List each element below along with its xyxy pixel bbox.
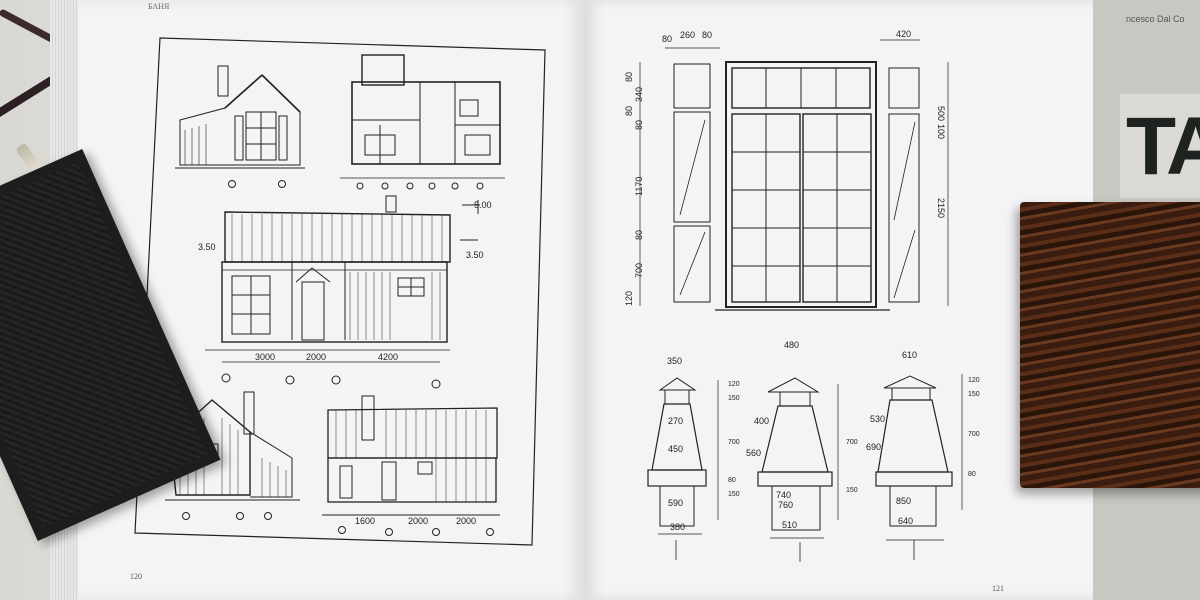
chimney-1-h3: 700 — [728, 439, 740, 446]
lower-dim-3: 2000 — [456, 516, 476, 526]
lower-dim-1: 1600 — [355, 516, 375, 526]
window-right-dim-3: 2150 — [936, 198, 946, 218]
chimney-1-top: 350 — [667, 356, 682, 366]
window-left-dim-2: 340 — [634, 87, 644, 102]
chimney-1-h4: 80 — [728, 477, 736, 484]
chimney-3-left: 530 — [870, 414, 885, 424]
floor-plan — [340, 54, 505, 190]
chimney-1-h5: 150 — [728, 491, 740, 498]
book-cover-mark: TA — [1120, 94, 1200, 198]
window-left-dim-4: 80 — [634, 120, 644, 130]
chimney-2-base: 760 — [778, 500, 793, 510]
house-side-elevation-1 — [175, 65, 305, 188]
chimney-1-foot: 380 — [670, 522, 685, 532]
chimney-1-lower: 450 — [668, 444, 683, 454]
elevation-dim-3: 4200 — [378, 352, 398, 362]
chimney-3-base: 850 — [896, 496, 911, 506]
chimney-1-base: 590 — [668, 498, 683, 508]
left-page — [78, 0, 583, 600]
window-left-dim-6: 80 — [634, 230, 644, 240]
window-elevation — [639, 39, 949, 311]
chimney-2-foot: 510 — [782, 520, 797, 530]
chimney-2-top: 480 — [784, 340, 799, 350]
running-head: БАНЯ — [148, 2, 170, 11]
window-left-dim-8: 120 — [624, 291, 634, 306]
chimney-3-h3: 700 — [968, 431, 980, 438]
lower-dim-2: 2000 — [408, 516, 428, 526]
house-rear-elevation — [322, 395, 500, 536]
chimney-1-h2: 150 — [728, 395, 740, 402]
height-mark-1: 5.00 — [474, 200, 492, 210]
chimney-3-h1: 120 — [968, 377, 980, 384]
house-front-elevation — [205, 195, 480, 389]
window-top-dim-1: 80 — [662, 34, 672, 44]
window-left-dim-7: 700 — [634, 263, 644, 278]
wooden-block — [1020, 202, 1200, 488]
elevation-dim-1: 3000 — [255, 352, 275, 362]
window-top-dim-2: 260 — [680, 30, 695, 40]
chimney-1-h1: 120 — [728, 381, 740, 388]
chimney-2-h2: 150 — [846, 487, 858, 494]
chimney-2-lower: 740 — [776, 490, 791, 500]
chimney-1-mid: 270 — [668, 416, 683, 426]
window-top-dim-3: 80 — [702, 30, 712, 40]
window-left-dim-3: 80 — [624, 106, 634, 116]
window-right-dim-2: 100 — [936, 124, 946, 139]
chimney-3-h2: 150 — [968, 391, 980, 398]
book-cover-letters: TA — [1126, 101, 1200, 192]
height-mark-2: 3.50 — [466, 250, 484, 260]
chimney-2-h1: 700 — [846, 439, 858, 446]
chimney-2-left: 400 — [754, 416, 769, 426]
chimney-2-mid: 560 — [746, 448, 761, 458]
left-page-number: 120 — [130, 572, 142, 581]
height-mark-3: 3.50 — [198, 242, 216, 252]
window-left-dim-5: 1170 — [634, 177, 644, 196]
chimney-3-mid: 690 — [866, 442, 881, 452]
elevation-dim-2: 2000 — [306, 352, 326, 362]
chimney-1 — [647, 377, 719, 560]
window-right-dim-1: 500 — [936, 106, 946, 121]
chimney-3-foot: 640 — [898, 516, 913, 526]
chimney-3 — [875, 374, 963, 560]
right-page-number: 121 — [992, 584, 1004, 593]
book-author-text: ncesco Dal Co — [1126, 14, 1185, 24]
chimney-3-top: 610 — [902, 350, 917, 360]
window-top-dim-4: 420 — [896, 29, 911, 39]
chimney-3-h4: 80 — [968, 471, 976, 478]
window-left-dim-1: 80 — [624, 72, 634, 82]
chimney-2 — [757, 377, 839, 562]
